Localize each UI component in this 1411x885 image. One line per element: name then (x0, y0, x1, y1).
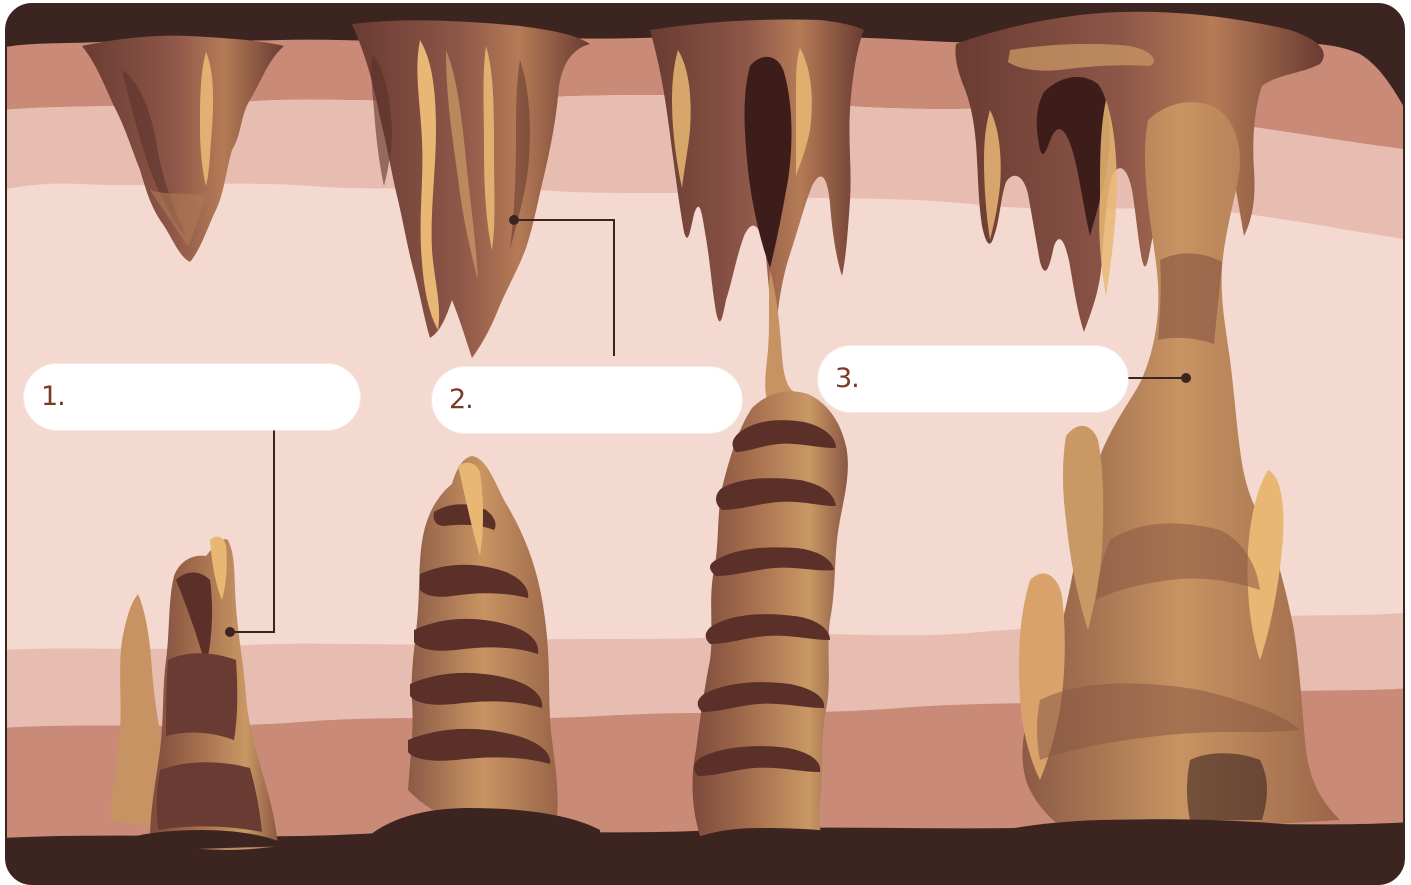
label-number-3: 3. (835, 365, 859, 393)
label-box-3[interactable]: 3. (818, 346, 1128, 412)
label-number-1: 1. (41, 383, 65, 411)
label-box-1[interactable]: 1. (24, 364, 360, 430)
label-number-2: 2. (449, 386, 473, 414)
label-box-2[interactable]: 2. (432, 367, 742, 433)
